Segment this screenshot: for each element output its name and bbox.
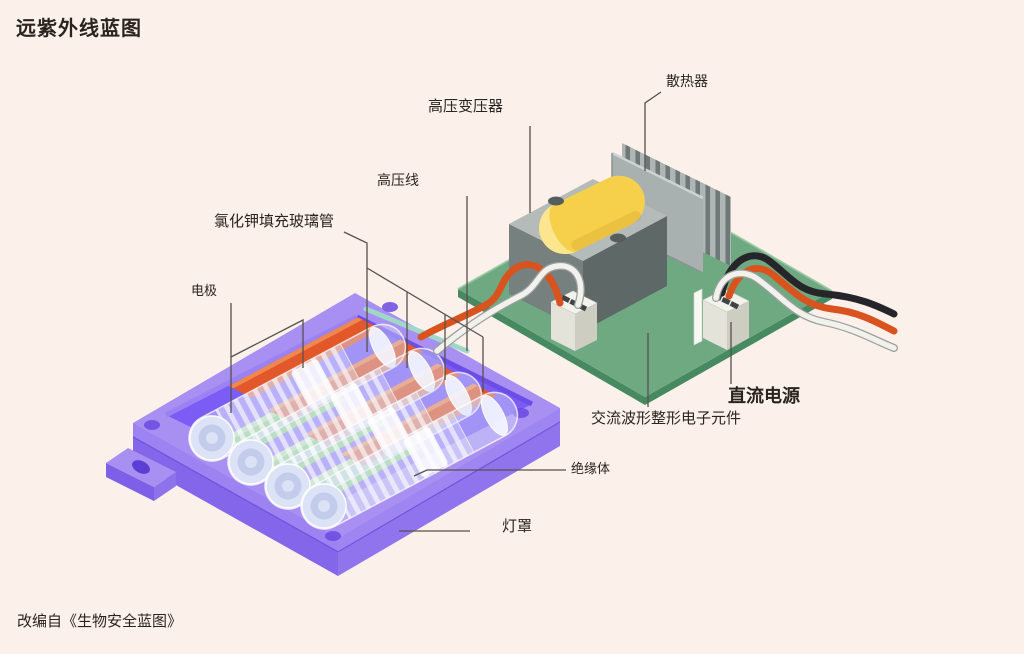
label-insulator: 绝缘体 [571,461,611,476]
connector-right [693,288,750,350]
label-hv-wire: 高压线 [377,172,419,188]
label-electrode: 电极 [191,283,218,298]
transformer-coil [539,175,645,254]
leader-lines [230,91,732,532]
mounting-lug [106,448,176,501]
leader-glass-tube [343,231,484,392]
wires [417,252,898,355]
label-transformer: 高压变压器 [428,98,504,115]
label-ac-shaping: 交流波形整形电子元件 [591,410,742,427]
source-caption: 改编自《生物安全蓝图》 [17,613,183,630]
hv-white-wire [434,263,584,354]
label-lamp-cover: 灯罩 [502,518,533,535]
page-title: 远紫外线蓝图 [16,18,142,40]
leader-electrode [230,303,304,413]
leader-heatsink [644,91,662,171]
connector-left [550,290,598,351]
label-heatsink: 散热器 [666,73,708,89]
dc-black-wire [718,252,898,318]
leader-insulator [413,469,566,477]
dc-white-wire [713,270,897,351]
label-glass-tube: 氯化钾填充玻璃管 [214,213,335,230]
label-dc-power: 直流电源 [728,386,800,406]
